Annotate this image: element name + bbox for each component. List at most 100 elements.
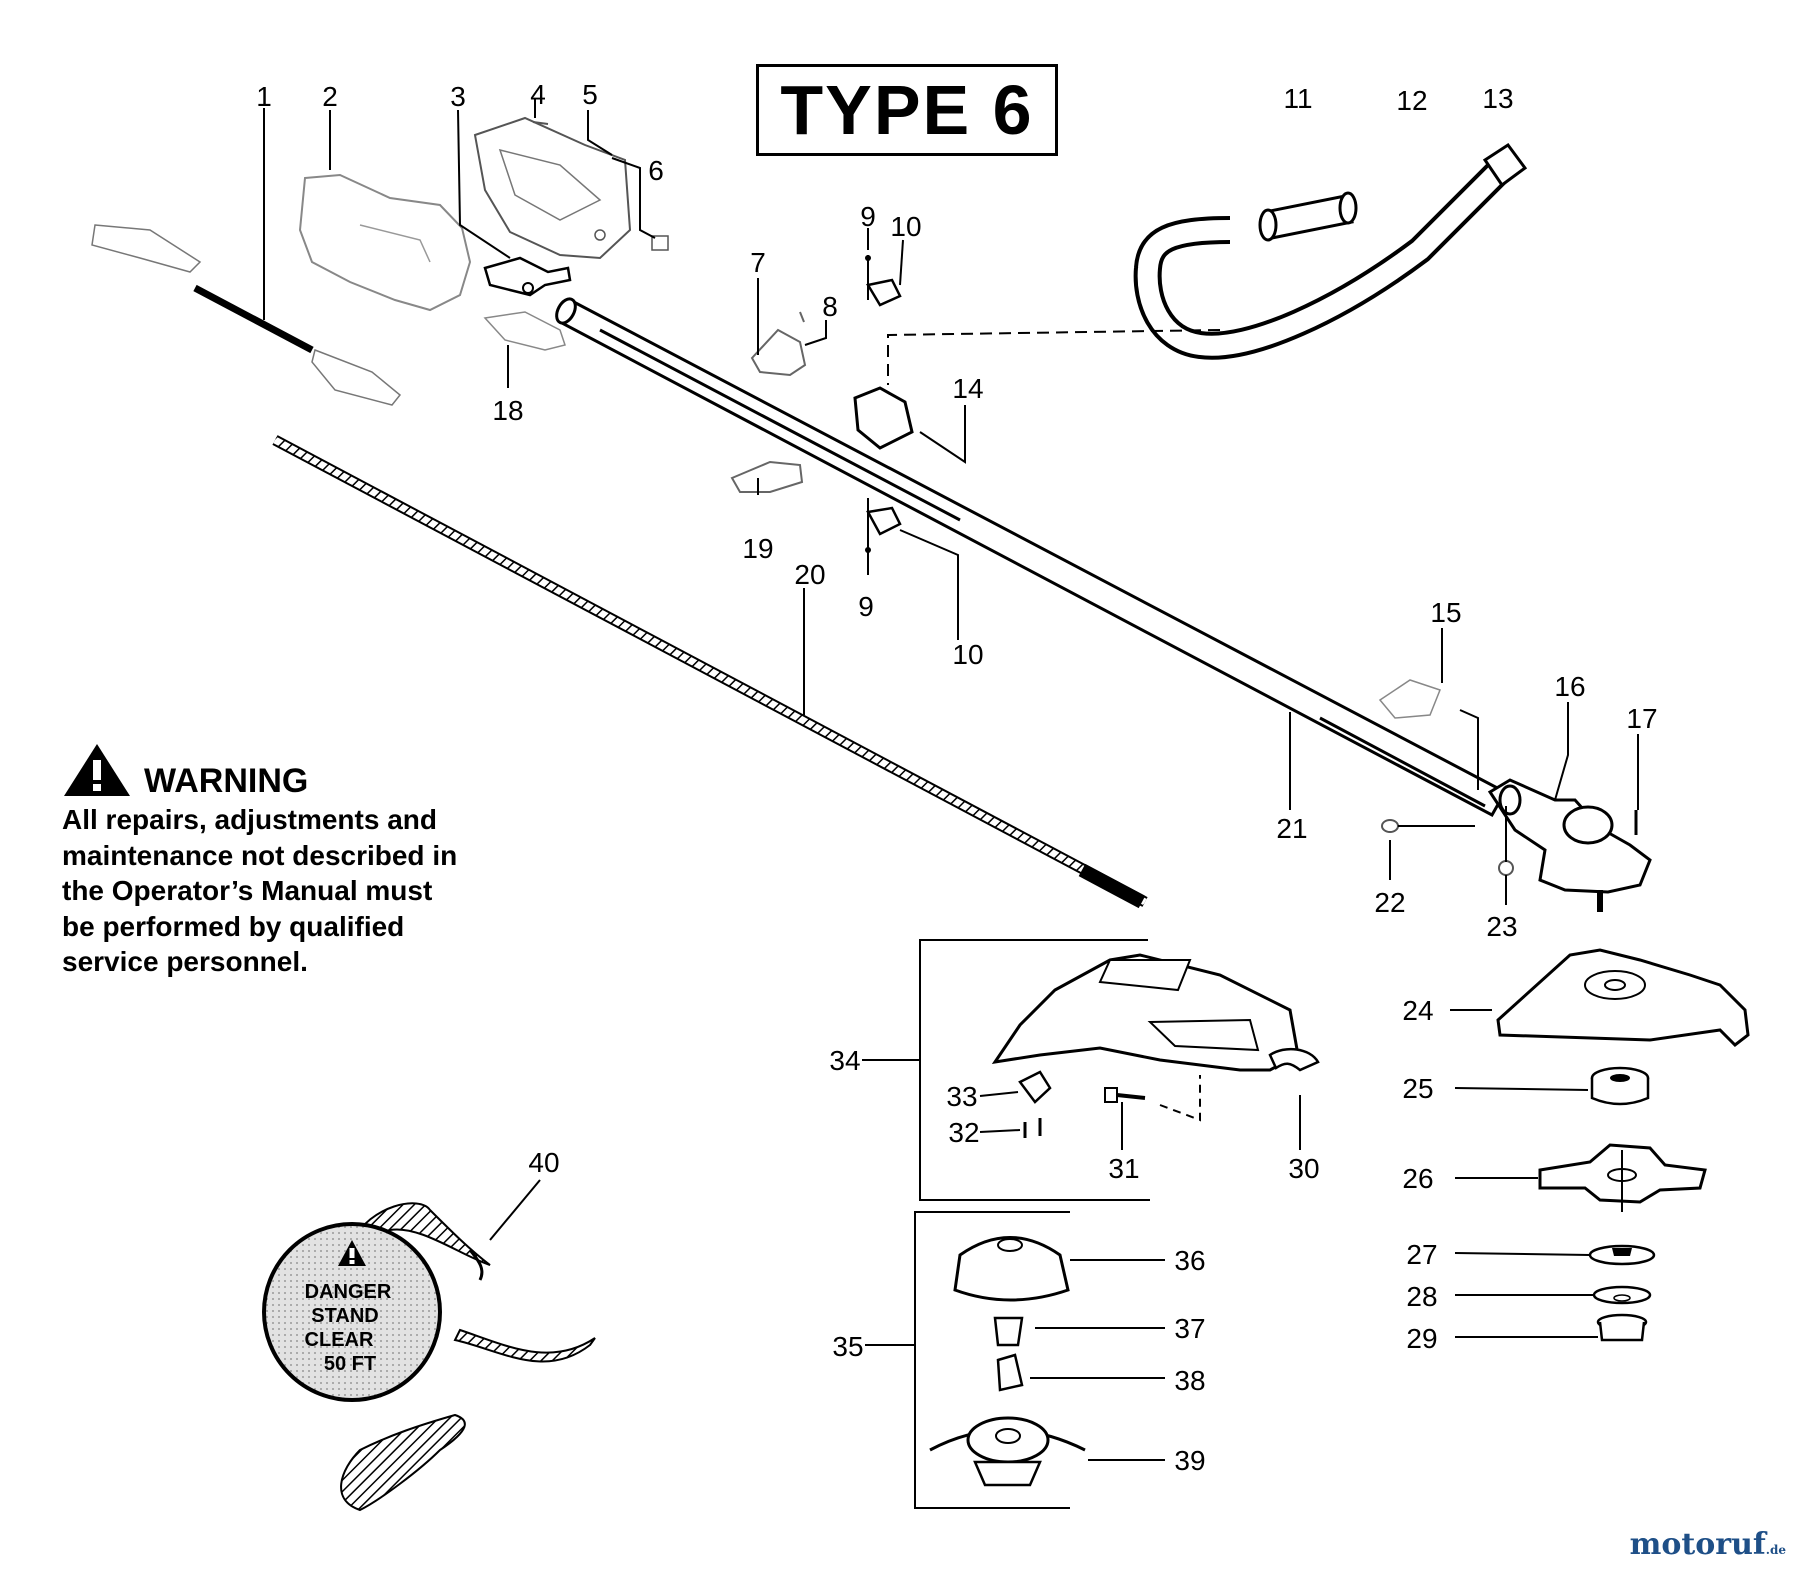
warning-body: All repairs, adjustments and maintenance… [62, 802, 522, 980]
spool-cover-part-36 [953, 1236, 1070, 1302]
warning-line-1: All repairs, adjustments and [62, 804, 437, 835]
handle-cover-part-5 [473, 116, 632, 260]
decal-line-1: DANGER [305, 1281, 392, 1303]
handle-mount-leader [887, 329, 1221, 385]
loop-handle-part-12 [1133, 160, 1510, 360]
warning-line-5: service personnel. [62, 946, 308, 977]
callout-15: 15 [1430, 597, 1461, 628]
shield-assembly-bracket [919, 939, 1150, 1201]
decal-line-4: 50 FT [324, 1353, 376, 1375]
callout-7: 7 [750, 247, 766, 278]
callout-20: 20 [794, 559, 825, 590]
bolt-part-8 [799, 311, 805, 323]
clamp-part-19 [730, 460, 804, 493]
callout-39: 39 [1174, 1445, 1205, 1476]
warning-line-4: be performed by qualified [62, 910, 405, 942]
drive-tube-part-21 [555, 297, 1508, 818]
callout-labels: 1 2 3 4 5 6 7 8 9 10 11 12 13 14 18 9 10… [256, 79, 1657, 1476]
brand-logo: motoruf.de [1630, 1527, 1786, 1562]
warning-line-3: the Operator’s Manual must [62, 875, 433, 906]
callout-10-bottom: 10 [952, 639, 983, 670]
screws-part-32 [1023, 1118, 1042, 1138]
throttle-trigger-part-3 [483, 256, 572, 297]
callout-1: 1 [256, 81, 272, 112]
shield-part-34 [991, 953, 1300, 1072]
callout-36: 36 [1174, 1245, 1205, 1276]
decal-line-2: STAND [311, 1305, 378, 1327]
callout-17: 17 [1626, 703, 1657, 734]
blade-guard-part-24 [1496, 948, 1750, 1047]
spool-part-39 [929, 1416, 1086, 1487]
callout-32: 32 [948, 1117, 979, 1148]
screw-bracket-parts-9-10-top [865, 255, 902, 307]
callout-10-top: 10 [890, 211, 921, 242]
trimmer-head-bracket [914, 1211, 1070, 1509]
callout-12: 12 [1396, 85, 1427, 116]
nut-part-29 [1596, 1313, 1648, 1342]
danger-decal: DANGER STAND CLEAR 50 FT [262, 1222, 442, 1402]
grip-part-11 [1258, 191, 1358, 242]
washer-part-28 [1592, 1285, 1652, 1305]
spring-part-37 [993, 1316, 1024, 1347]
callout-31: 31 [1108, 1153, 1139, 1184]
callout-35: 35 [832, 1331, 863, 1362]
nut-part-6 [651, 235, 669, 251]
callout-34: 34 [829, 1045, 860, 1076]
callout-24: 24 [1402, 995, 1433, 1026]
handle-housing-part-2 [298, 173, 472, 312]
end-cap-part-13 [1482, 142, 1528, 188]
handle-mount-part-18 [483, 311, 566, 351]
leader-lines [263, 98, 1639, 1461]
handle-bracket-part-14 [853, 386, 914, 450]
callout-40: 40 [528, 1147, 559, 1178]
harness-part-40 [340, 1202, 596, 1512]
screw-part-22 [1381, 819, 1475, 833]
bolt-part-31 [1104, 1075, 1201, 1122]
drive-cable-part-20 [272, 435, 1148, 909]
eyelet-part-38 [996, 1353, 1024, 1392]
blade-part-26 [1538, 1143, 1707, 1212]
callout-8: 8 [822, 291, 838, 322]
brand-suffix: .de [1765, 1543, 1786, 1557]
callout-9-top: 9 [860, 201, 876, 232]
clamp-part-7 [750, 328, 807, 377]
gear-head-part-16 [1487, 778, 1652, 912]
callout-11: 11 [1283, 83, 1312, 114]
callout-6: 6 [648, 155, 664, 186]
drive-shaft-part-1 [91, 224, 402, 406]
callout-23: 23 [1486, 911, 1517, 942]
washer-part-27 [1588, 1244, 1656, 1266]
callout-29: 29 [1406, 1323, 1437, 1354]
callout-27: 27 [1406, 1239, 1437, 1270]
hub-part-25 [1590, 1066, 1650, 1106]
callout-4: 4 [530, 79, 546, 110]
warning-line-2: maintenance not described in [62, 839, 458, 871]
type-label: TYPE 6 [756, 64, 1058, 156]
screw-part-4 [532, 121, 549, 125]
warning-title: WARNING [144, 762, 309, 800]
callout-3: 3 [450, 81, 466, 112]
callout-25: 25 [1402, 1073, 1433, 1104]
shaft-sleeve-part-15 [1378, 679, 1441, 719]
callout-19: 19 [742, 533, 773, 564]
screw-bracket-parts-9-10-bottom [865, 498, 902, 553]
callout-18: 18 [492, 395, 523, 426]
callout-9-bottom: 9 [858, 591, 874, 622]
brand-name: motoruf [1629, 1527, 1766, 1562]
callout-30: 30 [1288, 1153, 1319, 1184]
callout-22: 22 [1374, 887, 1405, 918]
callout-14: 14 [952, 373, 983, 404]
callout-37: 37 [1174, 1313, 1205, 1344]
line-cutter-part-33 [1018, 1070, 1052, 1104]
callout-33: 33 [946, 1081, 977, 1112]
callout-21: 21 [1276, 813, 1307, 844]
callout-2: 2 [322, 81, 338, 112]
callout-26: 26 [1402, 1163, 1433, 1194]
washer-part-30 [1268, 1047, 1320, 1072]
callout-5: 5 [582, 79, 598, 110]
warning-notice: WARNING All repairs, adjustments and mai… [62, 740, 522, 980]
warning-triangle-icon [64, 744, 130, 796]
callout-38: 38 [1174, 1365, 1205, 1396]
warning-header: WARNING [62, 740, 522, 798]
